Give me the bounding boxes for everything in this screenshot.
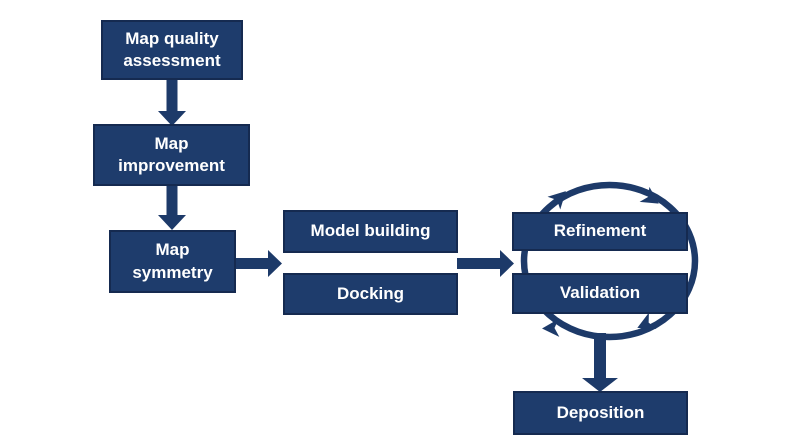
arrow-model-building-docking-to-refinement-validation <box>457 250 514 277</box>
arrow-map-symmetry-to-model-building-docking <box>234 250 282 277</box>
node-deposition-label: Deposition <box>556 402 645 422</box>
node-validation: Validation <box>512 273 688 314</box>
node-docking: Docking <box>283 273 458 315</box>
node-refinement-label: Refinement <box>553 221 647 241</box>
cycle-arrowhead-top-right-icon <box>639 186 659 204</box>
node-map-improvement-label: Map improvement <box>118 133 225 175</box>
node-map-symmetry: Map symmetry <box>109 230 236 293</box>
arrow-map-quality-to-map-improvement <box>158 78 186 126</box>
arrow-cycle-to-deposition <box>582 333 618 392</box>
cycle-arrowhead-bottom-left-icon <box>542 318 560 337</box>
arrow-map-improvement-to-map-symmetry <box>158 185 186 230</box>
node-validation-label: Validation <box>559 283 641 303</box>
node-refinement: Refinement <box>512 212 688 251</box>
node-map-symmetry-label: Map symmetry <box>132 240 213 282</box>
node-docking-label: Docking <box>336 283 405 303</box>
node-model-building-label: Model building <box>310 221 431 241</box>
node-model-building: Model building <box>283 210 458 253</box>
node-map-quality-assessment-label: Map quality assessment <box>123 28 221 70</box>
cycle-arrowhead-top-left-icon <box>547 191 566 210</box>
node-map-quality-assessment: Map quality assessment <box>101 20 243 80</box>
node-deposition: Deposition <box>513 391 688 435</box>
cycle-arrowhead-bottom-right-icon <box>637 312 657 329</box>
cycle-arrow-circle <box>520 181 699 341</box>
node-map-improvement: Map improvement <box>93 124 250 186</box>
